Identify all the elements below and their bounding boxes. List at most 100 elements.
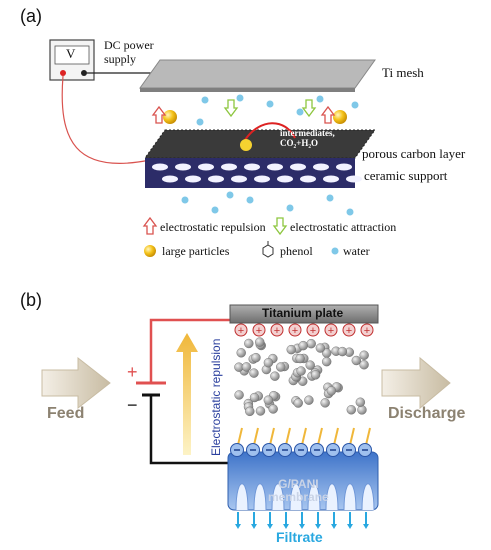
reaction-spark <box>240 139 252 151</box>
positive-charge-icon <box>306 323 320 337</box>
water-drop <box>226 191 234 199</box>
positive-charge-icon <box>342 323 356 337</box>
water-icon <box>331 247 339 255</box>
positive-wire <box>61 75 151 165</box>
attraction-arrow-icon <box>272 217 288 236</box>
rejected-particle <box>321 356 332 367</box>
repulsion-small-arrow <box>253 427 259 446</box>
legend-large-particles: large particles <box>162 244 230 258</box>
membrane-pore <box>253 483 267 511</box>
pore <box>244 163 260 171</box>
positive-charge-text: + <box>310 325 316 337</box>
filtrate-arrowhead <box>347 524 353 529</box>
rejected-particle <box>234 390 244 400</box>
repulsion-small-arrow <box>285 427 291 446</box>
rejected-particle <box>357 405 367 415</box>
rejected-particle <box>304 395 314 405</box>
titanium-plate <box>229 304 379 324</box>
battery-symbol <box>136 381 166 397</box>
rejected-particle <box>296 366 306 376</box>
repulsion-arrow-icon <box>151 105 167 124</box>
discharge-arrow-icon <box>381 356 451 410</box>
plus-sign: + <box>127 362 138 382</box>
repulsion-small-arrow <box>237 427 243 446</box>
water-drop <box>246 196 254 204</box>
positive-charge-text: + <box>256 325 262 337</box>
feed-label: Feed <box>47 405 85 422</box>
voltmeter-label: V <box>66 46 76 61</box>
rejected-particle <box>276 362 286 372</box>
pore <box>323 175 339 183</box>
membrane-pore <box>325 483 339 511</box>
positive-charge-text: + <box>346 325 352 337</box>
titanium-plate-label: Titanium plate <box>262 306 344 320</box>
positive-charge-icon <box>270 323 284 337</box>
rejected-particle <box>263 395 274 405</box>
rejected-particle <box>241 362 252 372</box>
pore <box>152 163 168 171</box>
rejected-particle <box>320 398 330 408</box>
membrane-pore <box>235 483 249 511</box>
legend-repulsion: electrostatic repulsion <box>160 220 266 234</box>
repulsion-label: Electrostatic repulsion <box>209 338 223 456</box>
pore <box>267 163 283 171</box>
repulsion-small-arrow <box>333 427 339 446</box>
rejected-particle <box>359 350 369 360</box>
rejected-particle <box>244 338 254 349</box>
filtrate-arrowhead <box>299 524 305 529</box>
large-particle <box>333 110 347 124</box>
negative-wire-b <box>149 395 232 465</box>
reaction-arrow <box>244 122 296 141</box>
pore <box>254 175 270 183</box>
rejected-particle <box>346 405 357 415</box>
rejected-particle <box>326 386 337 396</box>
pore <box>277 175 293 183</box>
membrane-label: G/PANI membrane <box>268 477 329 504</box>
pore <box>300 175 316 183</box>
membrane-pore <box>343 483 357 511</box>
voltmeter <box>49 39 95 81</box>
positive-charge-text: + <box>238 325 244 337</box>
legend-attraction: electrostatic attraction <box>290 220 397 234</box>
filtrate-arrowhead <box>315 524 321 529</box>
rejected-particle <box>236 348 246 358</box>
repulsion-small-arrow <box>317 427 323 446</box>
water-drop <box>196 118 204 126</box>
filtrate-arrowhead <box>363 524 369 529</box>
filtrate-arrowhead <box>283 524 289 529</box>
filtrate-label: Filtrate <box>276 529 323 545</box>
panel-a-label: (a) <box>20 6 42 26</box>
rejected-particle <box>355 397 366 407</box>
positive-charge-icon <box>252 323 266 337</box>
ceramic-support-label: ceramic support <box>364 168 448 183</box>
positive-charge-icon <box>288 323 302 337</box>
filtrate-arrowhead <box>267 524 273 529</box>
large-particle-icon <box>144 245 156 257</box>
water-drop <box>316 95 324 103</box>
rejected-particle <box>255 406 266 416</box>
rejected-particle <box>351 355 362 366</box>
filtrate-arrowhead <box>331 524 337 529</box>
water-drop <box>236 94 244 102</box>
rejected-particle <box>245 406 255 417</box>
water-drop <box>266 100 274 108</box>
ti-mesh <box>139 59 376 92</box>
pore <box>346 175 362 183</box>
positive-charge-text: + <box>274 325 280 337</box>
pore <box>185 175 201 183</box>
ti-mesh-label: Ti mesh <box>382 65 424 80</box>
rejected-particle <box>249 368 259 378</box>
repulsion-arrow-icon <box>320 105 336 124</box>
rejected-particle <box>306 338 316 349</box>
legend-water: water <box>343 244 370 258</box>
repulsion-arrow-icon <box>142 216 158 235</box>
positive-charge-icon <box>360 323 374 337</box>
panel-b-label: (b) <box>20 290 42 310</box>
rejected-particle <box>298 340 308 351</box>
porous-carbon-layer <box>144 129 376 159</box>
feed-arrow-icon <box>41 356 111 410</box>
rejected-particle <box>268 404 278 414</box>
rejected-particle <box>251 352 261 363</box>
pore <box>313 163 329 171</box>
